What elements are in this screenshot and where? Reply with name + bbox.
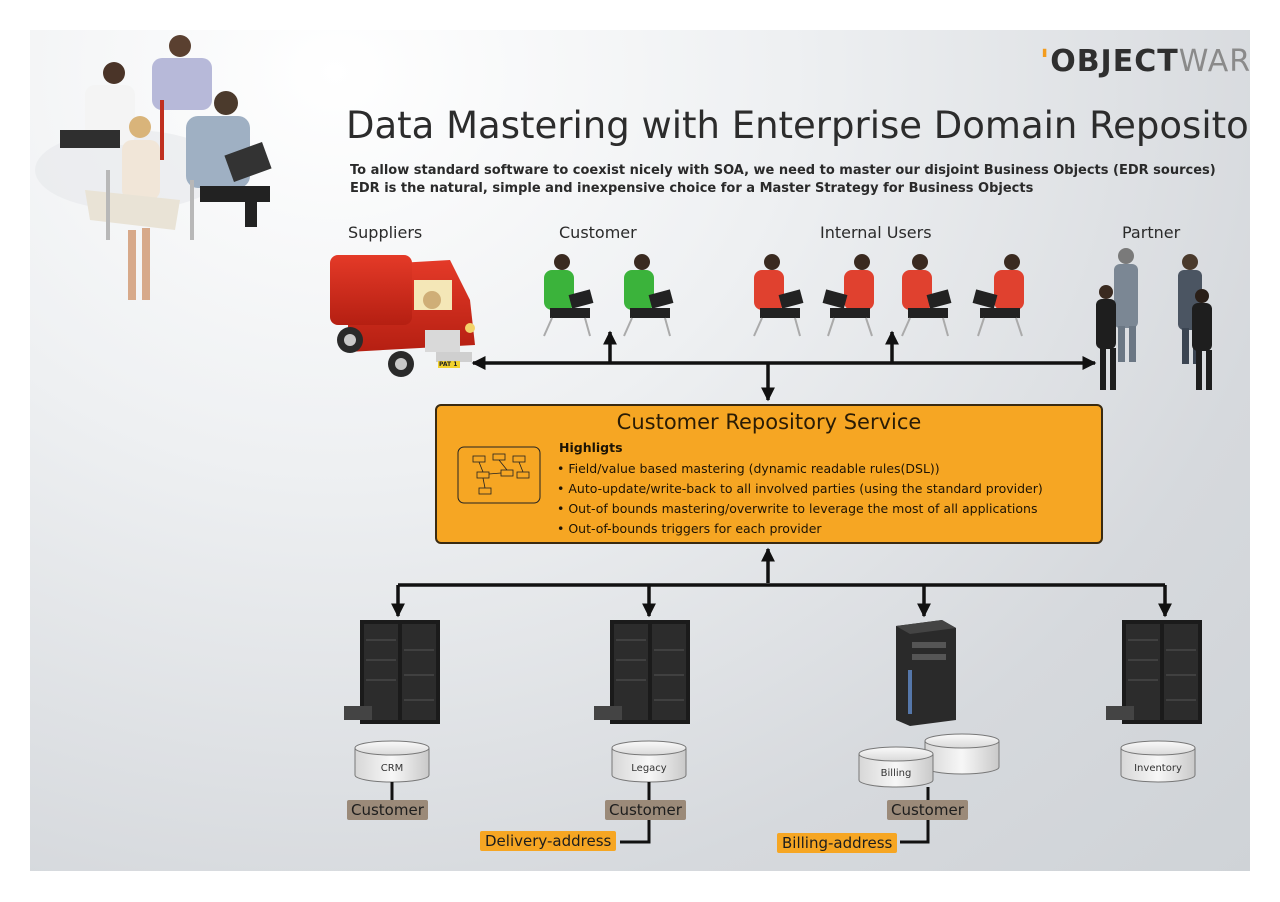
database-billing-cylinder bbox=[858, 746, 934, 788]
subtitle-line-2: EDR is the natural, simple and inexpensi… bbox=[350, 181, 1034, 196]
repository-highlights-list: • Field/value based mastering (dynamic r… bbox=[557, 459, 1043, 539]
customer-repository-service-box: Customer Repository Service Highligts • … bbox=[435, 404, 1103, 544]
logo-tick: ' bbox=[1040, 44, 1051, 79]
list-item: • Field/value based mastering (dynamic r… bbox=[557, 461, 940, 476]
server-inventory bbox=[1106, 620, 1202, 724]
list-item: • Out-of bounds mastering/overwrite to l… bbox=[557, 501, 1038, 516]
logo-light-text: WARE bbox=[1178, 44, 1250, 79]
partner-business-people bbox=[1096, 248, 1212, 390]
repository-heading: Highligts bbox=[559, 440, 623, 455]
database-billing-secondary-cylinder bbox=[924, 733, 1000, 775]
db-label-legacy: Legacy bbox=[631, 763, 667, 774]
internal-user-4 bbox=[972, 254, 1024, 337]
db-label-inventory: Inventory bbox=[1134, 763, 1182, 774]
logo-strong-text: OBJECT bbox=[1050, 44, 1179, 79]
objectware-logo: 'OBJECTWARE bbox=[1040, 44, 1250, 79]
database-crm-cylinder bbox=[354, 740, 430, 783]
database-inventory-cylinder bbox=[1120, 740, 1196, 783]
db-label-crm: CRM bbox=[380, 763, 404, 774]
group-label-customer: Customer bbox=[559, 223, 637, 242]
list-item: • Out-of-bounds triggers for each provid… bbox=[557, 521, 822, 536]
object-tag-billing-customer: Customer bbox=[887, 800, 968, 820]
diagram-canvas: 'OBJECTWARE Data Mastering with Enterpri… bbox=[30, 30, 1250, 871]
internal-user-1 bbox=[753, 254, 804, 337]
office-people-photo bbox=[35, 35, 272, 300]
bottom-connection-lines bbox=[391, 547, 1172, 618]
database-legacy-cylinder bbox=[611, 740, 687, 783]
subtitle-line-1: To allow standard software to coexist ni… bbox=[350, 163, 1216, 178]
page-title: Data Mastering with Enterprise Domain Re… bbox=[346, 104, 1250, 147]
diagram-graphics bbox=[35, 35, 1212, 844]
customer-user-1 bbox=[543, 254, 594, 337]
top-connection-lines bbox=[471, 330, 1097, 402]
supplier-van-illustration bbox=[330, 255, 475, 377]
internal-user-2 bbox=[822, 254, 874, 337]
server-crm bbox=[344, 620, 440, 724]
group-label-partner: Partner bbox=[1122, 223, 1181, 242]
object-tag-billing-address: Billing-address bbox=[777, 833, 898, 853]
van-plate-text: PAT 1 bbox=[439, 361, 458, 368]
list-item: • Auto-update/write-back to all involved… bbox=[557, 481, 1043, 496]
repository-title: Customer Repository Service bbox=[616, 410, 922, 434]
db-label-billing: Billing bbox=[880, 768, 912, 779]
flowchart-icon bbox=[457, 446, 541, 504]
object-tag-legacy-customer: Customer bbox=[605, 800, 686, 820]
server-billing bbox=[896, 620, 956, 726]
internal-user-3 bbox=[901, 254, 952, 337]
customer-user-2 bbox=[623, 254, 674, 337]
object-connector-lines bbox=[390, 782, 930, 844]
group-label-suppliers: Suppliers bbox=[348, 223, 423, 242]
object-tag-delivery-address: Delivery-address bbox=[480, 831, 617, 851]
object-tag-crm-customer: Customer bbox=[347, 800, 428, 820]
group-label-internal-users: Internal Users bbox=[820, 223, 932, 242]
server-legacy bbox=[594, 620, 690, 724]
